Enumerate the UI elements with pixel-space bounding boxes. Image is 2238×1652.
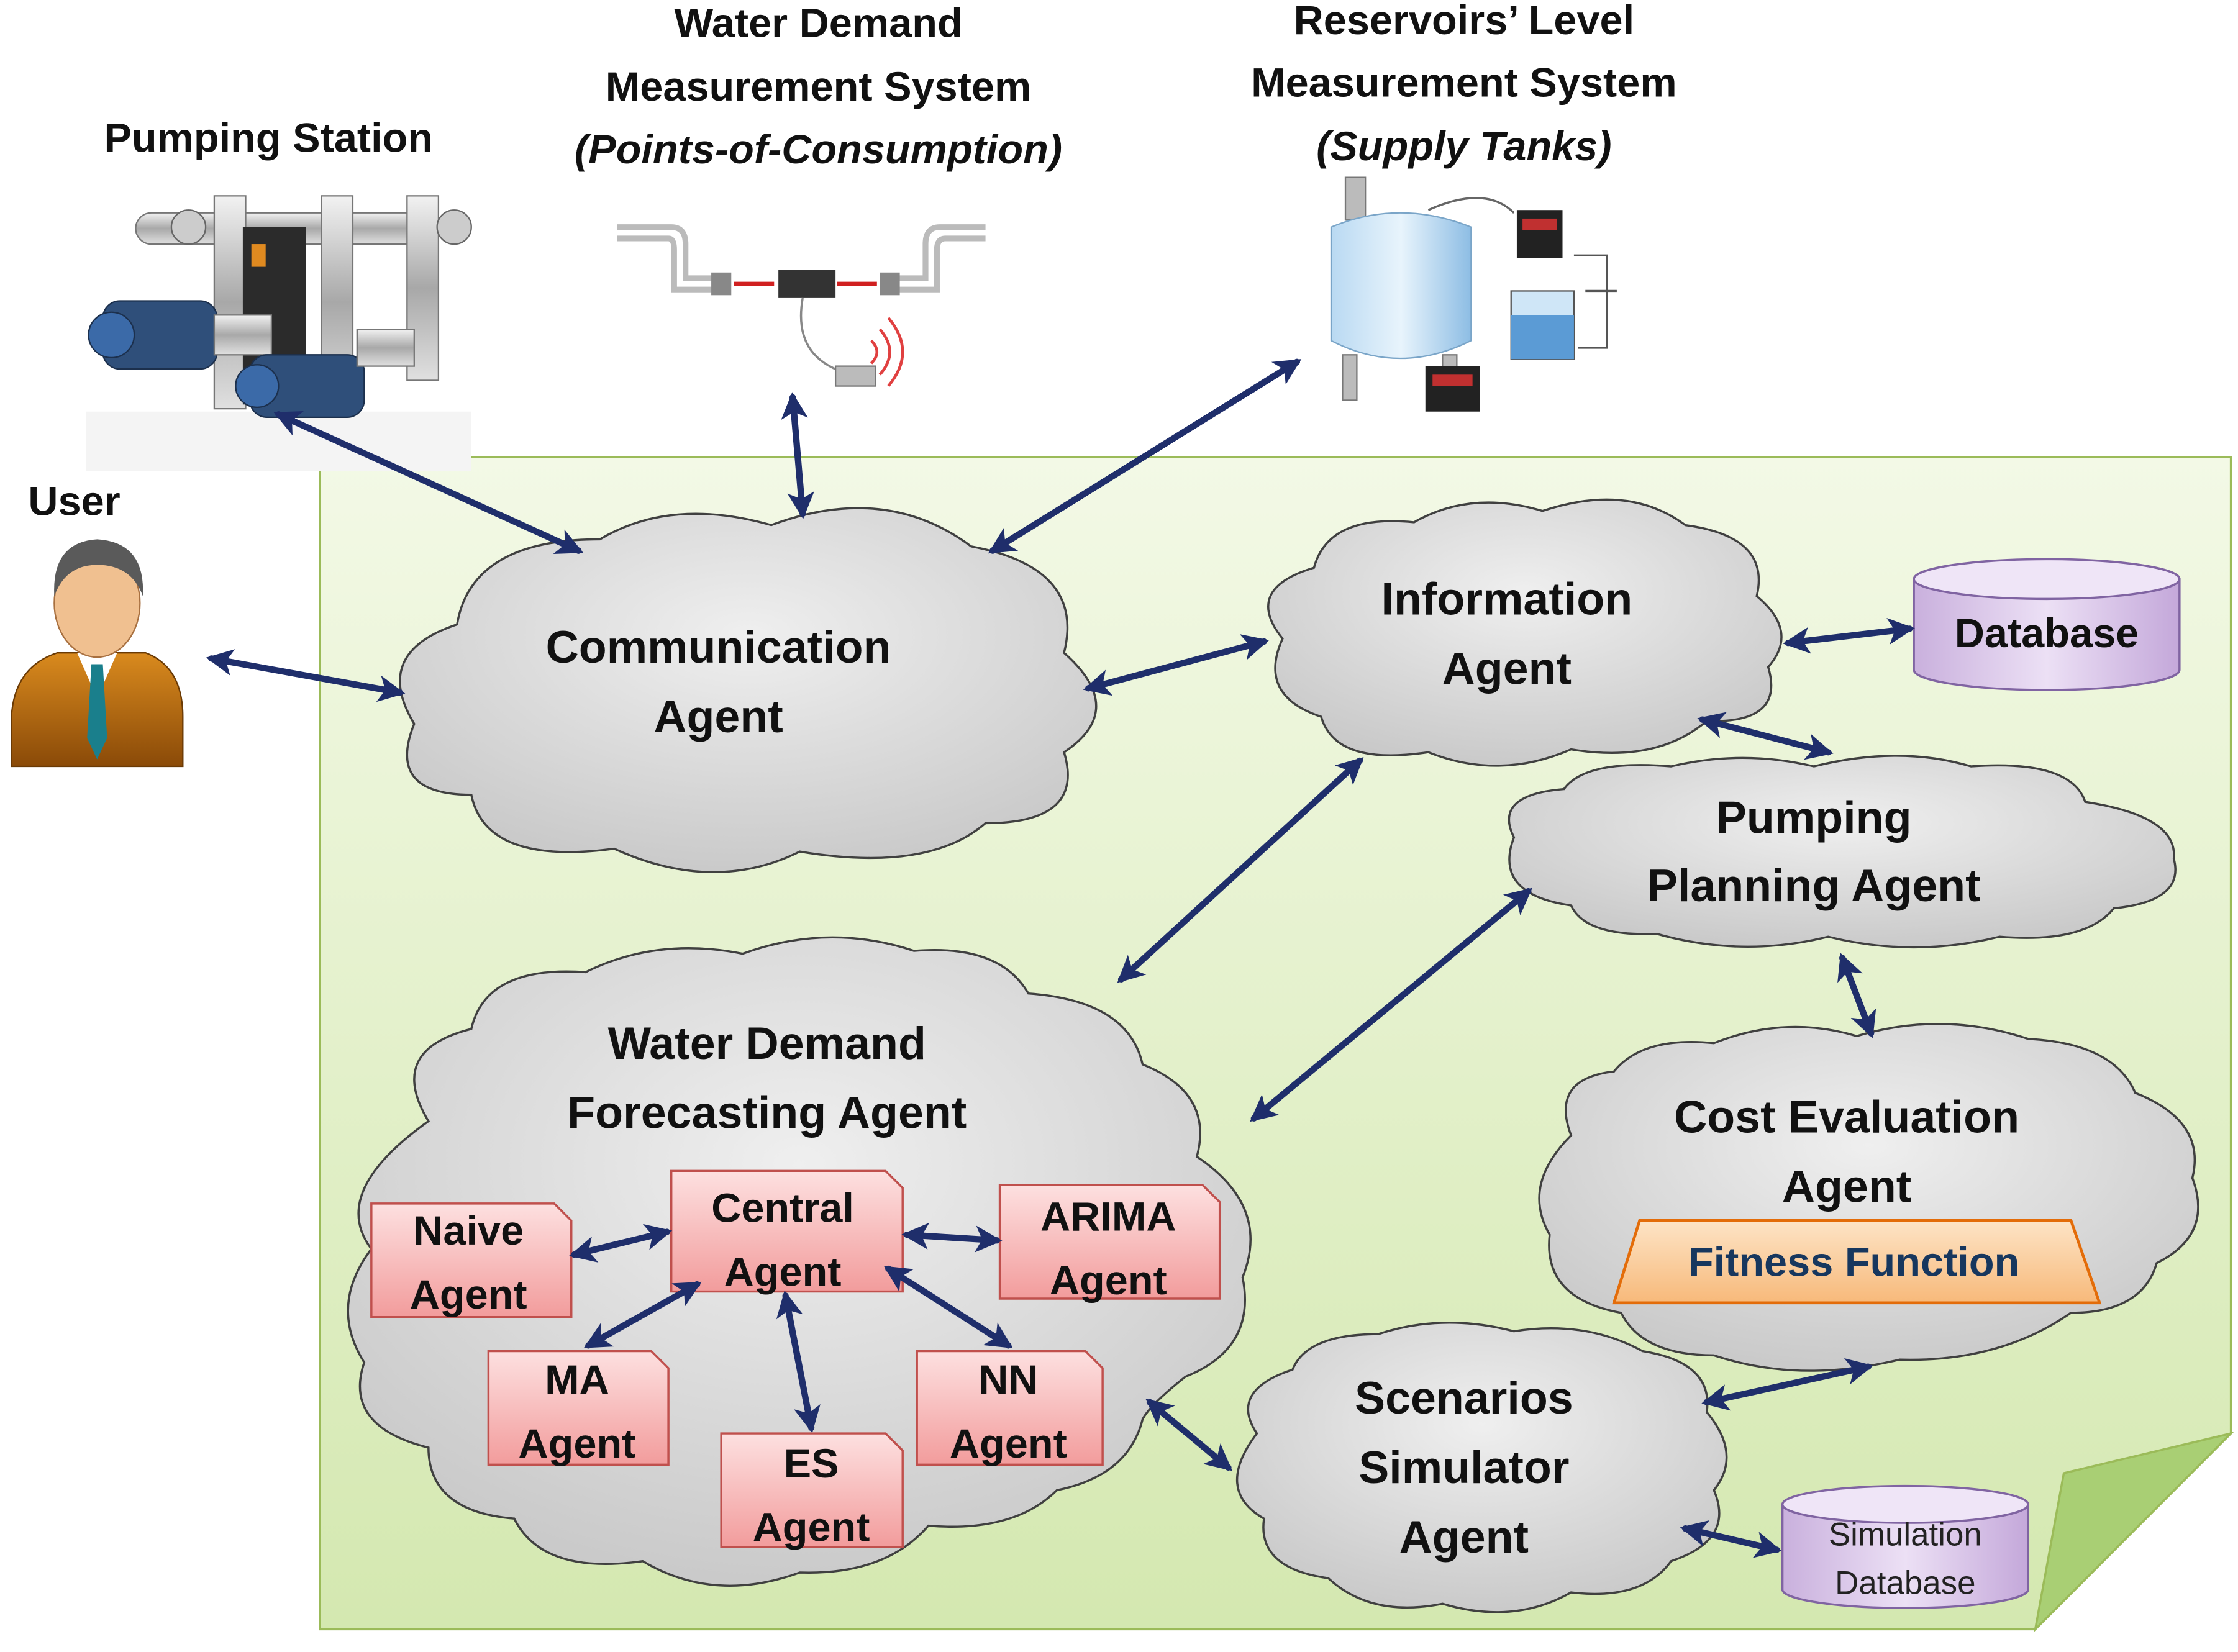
nn-agent-label-2: Agent <box>950 1421 1067 1467</box>
communication-agent-label-2: Agent <box>653 691 783 742</box>
central-agent-label-2: Agent <box>724 1250 842 1296</box>
arrow-pumping-planning-cost-evaluation <box>1837 953 1876 1038</box>
arrow-central-es <box>776 1290 821 1433</box>
information-agent-label-1: Information <box>1381 574 1633 625</box>
arrow-flow-meter-communication <box>781 392 814 519</box>
scenarios-simulator-agent-cloud[interactable]: Scenarios Simulator Agent <box>1236 1322 1728 1613</box>
cost-evaluation-agent-label-1: Cost Evaluation <box>1674 1092 2019 1143</box>
arrow-information-pumping-planning <box>1697 712 1834 760</box>
reservoir-title-line2: Measurement System <box>1251 60 1677 106</box>
connection-arrows <box>206 358 1915 1558</box>
arima-agent-box[interactable]: ARIMA Agent <box>998 1184 1221 1304</box>
ma-agent-label-1: MA <box>545 1357 609 1403</box>
ma-agent-label-2: Agent <box>518 1421 635 1467</box>
pumping-planning-agent-label-2: Planning Agent <box>1647 860 1981 911</box>
arrow-central-nn <box>883 1265 1013 1349</box>
naive-agent-box[interactable]: Naive Agent <box>370 1202 573 1318</box>
communication-agent-label-1: Communication <box>546 622 891 673</box>
scenarios-simulator-label-1: Scenarios <box>1355 1373 1573 1423</box>
information-agent-cloud[interactable]: Information Agent <box>1267 498 1783 767</box>
forecasting-agent-label-1: Water Demand <box>608 1018 926 1069</box>
arrow-information-database <box>1783 617 1915 654</box>
nn-agent-label-1: NN <box>978 1357 1038 1403</box>
arrow-central-naive <box>568 1223 673 1263</box>
arrow-central-ma <box>583 1281 702 1349</box>
pumping-planning-agent-label-1: Pumping <box>1716 792 1912 843</box>
arrow-forecasting-scenarios <box>1145 1399 1233 1471</box>
es-agent-label-2: Agent <box>753 1505 870 1551</box>
water-demand-title-line2: Measurement System <box>606 64 1032 110</box>
es-agent-box[interactable]: ES Agent <box>720 1432 904 1551</box>
pumping-station-label: Pumping Station <box>104 116 433 161</box>
central-agent-box[interactable]: Central Agent <box>670 1169 904 1296</box>
ma-agent-box[interactable]: MA Agent <box>487 1350 670 1467</box>
arrow-central-arima <box>901 1222 1003 1253</box>
reservoir-subtitle: (Supply Tanks) <box>1316 124 1611 170</box>
fitness-function-box[interactable]: Fitness Function <box>1612 1219 2102 1305</box>
arrow-pumping-station-communication <box>273 411 584 554</box>
pumping-station-icon <box>85 195 472 471</box>
arrow-reservoir-communication <box>988 358 1302 554</box>
flow-meter-icon <box>617 224 986 388</box>
naive-agent-label-1: Naive <box>413 1208 524 1254</box>
arrow-scenarios-simulation-database <box>1680 1520 1782 1558</box>
pumping-planning-agent-cloud[interactable]: Pumping Planning Agent <box>1508 755 2177 949</box>
naive-agent-label-2: Agent <box>410 1272 527 1318</box>
scenarios-simulator-label-3: Agent <box>1399 1512 1529 1563</box>
arrow-communication-information <box>1083 634 1270 696</box>
database-label: Database <box>1955 610 2139 656</box>
water-demand-title-line1: Water Demand <box>674 1 962 47</box>
information-agent-label-2: Agent <box>1442 643 1572 694</box>
communication-agent-cloud[interactable]: Communication Agent <box>399 507 1098 873</box>
arrow-cost-evaluation-scenarios <box>1701 1358 1874 1411</box>
reservoir-title-line1: Reservoirs’ Level <box>1294 0 1635 43</box>
simulation-database-label-2: Database <box>1835 1564 1975 1601</box>
user-avatar-icon <box>11 539 184 768</box>
simulation-database-label-1: Simulation <box>1829 1517 1982 1553</box>
fitness-function-label: Fitness Function <box>1688 1240 2019 1286</box>
arrow-information-forecasting <box>1117 757 1364 983</box>
es-agent-label-1: ES <box>784 1441 839 1487</box>
user-label: User <box>28 479 120 525</box>
water-demand-subtitle: (Points-of-Consumption) <box>575 127 1062 173</box>
simulation-database-cylinder[interactable]: Simulation Database <box>1781 1484 2029 1609</box>
cost-evaluation-agent-label-2: Agent <box>1782 1161 1911 1212</box>
arima-agent-label-2: Agent <box>1050 1258 1167 1304</box>
arima-agent-label-1: ARIMA <box>1040 1194 1176 1240</box>
nn-agent-box[interactable]: NN Agent <box>916 1350 1104 1467</box>
forecasting-agent-label-2: Forecasting Agent <box>567 1087 967 1138</box>
arrow-pumping-planning-forecasting <box>1250 887 1533 1122</box>
central-agent-label-1: Central <box>711 1186 854 1232</box>
database-cylinder[interactable]: Database <box>1913 558 2181 691</box>
arrow-user-communication <box>206 649 406 702</box>
scenarios-simulator-label-2: Simulator <box>1358 1442 1569 1493</box>
reservoir-tank-icon <box>1330 176 1617 412</box>
